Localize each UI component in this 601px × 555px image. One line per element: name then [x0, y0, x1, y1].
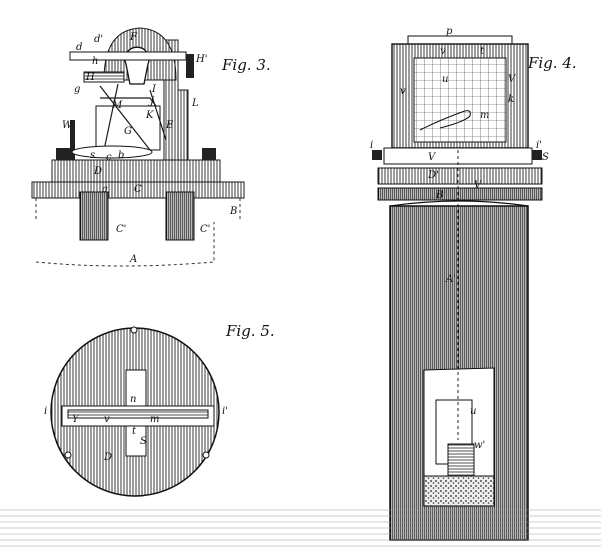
fig4-label: V: [474, 180, 483, 191]
figure-5: Fig. 5. n i i' Y v t m S D: [44, 322, 275, 497]
fig3-label: M: [111, 100, 123, 111]
fig3-label: B: [229, 206, 237, 217]
fig5-label: m: [150, 414, 159, 425]
fig3-label: s: [90, 150, 95, 161]
figure-4: Fig. 4. p v t u V v k m V i i' S D' V B'…: [0, 26, 601, 547]
fig4-knob-right: [532, 150, 542, 160]
fig3-label: H': [195, 54, 207, 65]
fig3-label: E: [165, 120, 174, 131]
fig3-bar-upper: [69, 51, 187, 61]
fig3-label: h: [92, 56, 98, 67]
fig4-plate-b: [377, 187, 543, 201]
fig5-label: D: [103, 452, 112, 463]
fig4-label: v: [400, 86, 406, 97]
fig3-label: W: [62, 120, 73, 131]
fig4-label: t: [480, 46, 485, 57]
fig4-grid-chart: [413, 57, 507, 143]
fig3-label: I: [151, 84, 157, 95]
fig5-label: t: [132, 426, 137, 437]
fig4-pen-trace: [419, 110, 471, 131]
fig4-label: m: [480, 110, 489, 121]
fig3-knob-right: [202, 148, 216, 160]
fig4-label: k: [508, 94, 514, 105]
fig3-column-right: [165, 191, 195, 241]
fig3-label: c: [106, 152, 112, 163]
fig3-label: F: [129, 32, 138, 43]
fig3-label: A: [129, 254, 137, 265]
fig3-column-left: [79, 191, 109, 241]
fig3-label: g: [74, 84, 80, 95]
fig3-label: C': [116, 224, 126, 235]
fig5-title: Fig. 5.: [225, 322, 275, 340]
fig4-label: V: [428, 152, 437, 163]
fig5-label: n: [130, 394, 136, 405]
fig4-label: i: [370, 140, 373, 151]
fig4-label: v: [440, 46, 446, 57]
fig4-label: B': [435, 190, 446, 201]
fig5-scale-bar: [67, 409, 209, 419]
fig4-knob-left: [372, 150, 382, 160]
fig3-title: Fig. 3.: [221, 56, 271, 74]
fig3-body: [95, 105, 161, 151]
fig3-body-top: [100, 97, 157, 107]
fig3-label: d': [94, 34, 103, 45]
fig3-bar-lower: [83, 71, 125, 83]
fig5-label: v: [104, 414, 110, 425]
fig4-label: A': [445, 274, 456, 285]
fig3-label: H: [85, 72, 95, 83]
fig5-label: S: [140, 436, 147, 447]
fig3-label: d: [76, 42, 82, 53]
fig4-label: u: [442, 74, 448, 85]
figure-3: Fig. 3. d' d F H' h H g I J L M K G W E …: [31, 27, 271, 267]
fig4-label: w': [474, 440, 485, 451]
fig3-levers: [99, 83, 167, 151]
fig4-label: i': [536, 140, 542, 151]
fig3-dashed-outline: [35, 198, 241, 267]
fig5-label: i': [222, 406, 228, 417]
fig3-label: L: [191, 98, 199, 109]
fig3-end-block: [186, 54, 194, 78]
fig3-plate: [51, 159, 221, 183]
fig3-label: C': [200, 224, 210, 235]
fig4-plate-d: [377, 167, 543, 185]
fig4-title: Fig. 4.: [527, 54, 577, 72]
fig4-label: p: [446, 26, 453, 37]
fig4-rubble: [423, 475, 495, 507]
fig4-top-bar: [407, 35, 513, 45]
fig3-label: G: [124, 126, 132, 137]
fig3-knob-left: [56, 148, 70, 160]
fig5-label: Y: [72, 414, 80, 425]
fig3-label: b: [118, 150, 124, 161]
fig3-frame-outer: [177, 89, 189, 161]
fig5-screw-top: [130, 326, 138, 334]
fig3-label: D: [93, 166, 102, 177]
fig4-ground-lines: [0, 509, 601, 547]
fig5-screw-right: [202, 451, 210, 459]
fig5-screw-left: [64, 451, 72, 459]
fig4-label: D': [427, 170, 439, 181]
fig3-label: K: [145, 110, 154, 121]
fig4-label: u: [470, 406, 476, 417]
fig3-label: J: [148, 96, 155, 107]
fig3-label: C: [134, 184, 142, 195]
fig5-label: i: [44, 406, 47, 417]
fig3-stand: [70, 120, 75, 160]
fig3-label: a: [102, 184, 108, 195]
fig4-label: V: [508, 74, 517, 85]
fig4-label: S: [542, 152, 549, 163]
